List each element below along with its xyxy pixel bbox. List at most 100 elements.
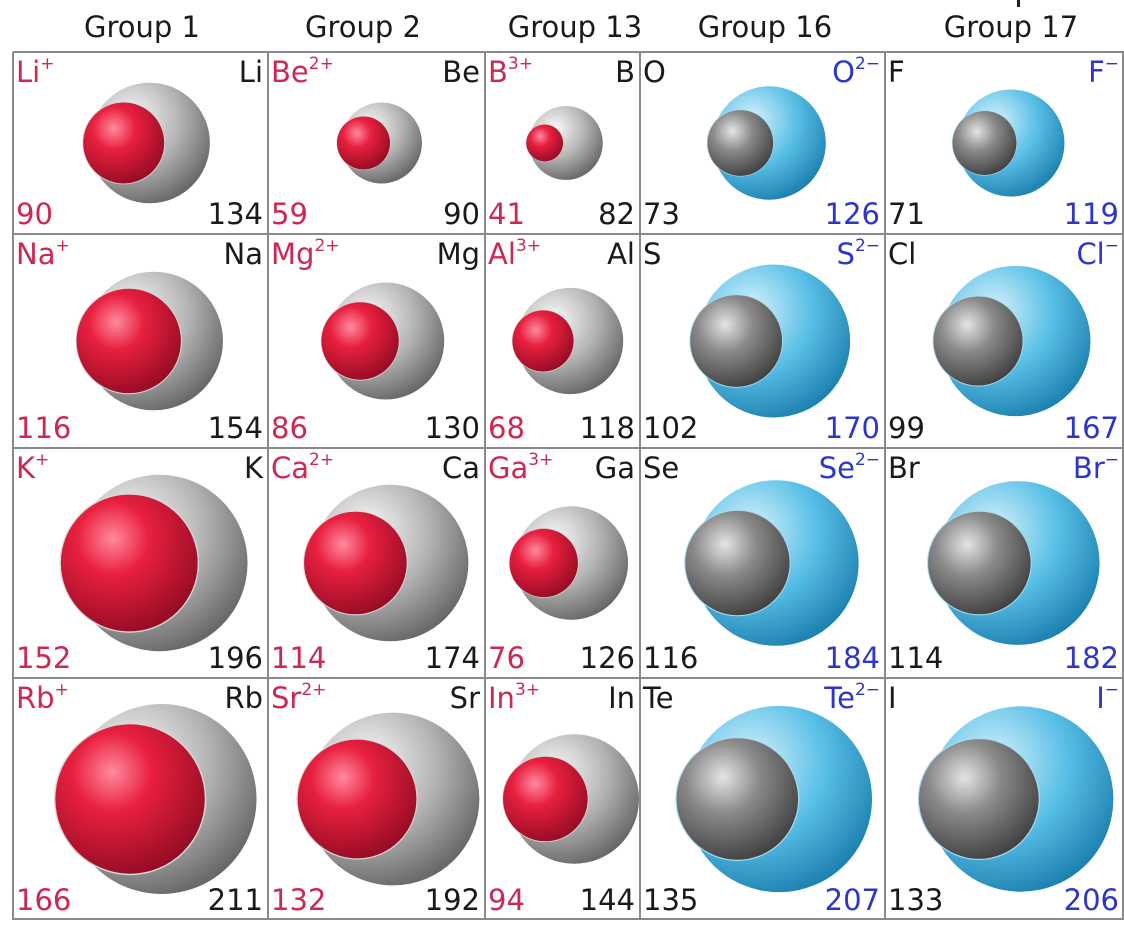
ion-atom-sphere-illustration [296, 712, 480, 886]
atom-symbol: Sr [449, 681, 480, 715]
atom-core-sphere [933, 296, 1023, 386]
group-heading-13: Group 13 [507, 10, 643, 44]
ion-symbol: Ca2+ [271, 451, 334, 485]
atom-symbol: Te [643, 681, 674, 715]
cation-sphere [304, 511, 407, 615]
ion-symbol: Se2− [818, 451, 880, 485]
ion-element: Mg [271, 237, 315, 271]
ion-element: Li [16, 55, 41, 89]
ion-element: Te [824, 681, 855, 715]
ion-atom-sphere-illustration [525, 106, 603, 180]
ion-element: Sr [271, 681, 302, 715]
ion-symbol: Rb+ [16, 681, 69, 715]
ion-atom-sphere-illustration [75, 271, 223, 411]
atom-symbol: B [615, 55, 635, 89]
ion-atom-sphere-illustration [53, 704, 257, 894]
ion-element: Ca [271, 451, 310, 485]
ion-charge: − [1104, 450, 1119, 470]
ion-charge: − [1104, 236, 1119, 256]
ion-symbol: In3+ [488, 682, 540, 713]
ion-charge: − [1104, 54, 1119, 74]
ion-atom-sphere-illustration [511, 287, 624, 395]
atom-core-sphere [685, 510, 790, 616]
atom-core-sphere [928, 511, 1031, 615]
ion-radius-value: 152 [16, 641, 72, 675]
atom-radius-value: 116 [643, 641, 699, 675]
ion-radius-value: 167 [1063, 411, 1119, 445]
ion-atom-sphere-illustration [706, 86, 826, 200]
group-heading-17: Group 17 [943, 10, 1079, 44]
grid-line-vertical [484, 52, 486, 920]
ion-charge: + [40, 54, 55, 74]
ion-element: Rb [16, 681, 55, 715]
atom-radius-value: 192 [424, 883, 480, 917]
atom-radius-value: 174 [424, 641, 480, 675]
ion-charge: 3+ [528, 450, 554, 470]
atom-symbol: Br [888, 451, 920, 485]
atom-symbol: Al [607, 237, 635, 271]
ion-radius-value: 206 [1063, 883, 1119, 917]
ion-charge: + [54, 680, 69, 700]
atom-radius-value: 82 [598, 197, 635, 231]
atom-radius-value: 99 [888, 411, 925, 445]
cation-sphere [336, 116, 391, 170]
grid-line-vertical [639, 52, 641, 920]
ion-radius-value: 116 [16, 411, 72, 445]
cation-sphere [526, 124, 564, 162]
cation-sphere [297, 739, 417, 859]
ion-element: Be [271, 55, 309, 89]
ion-charge: 2− [854, 450, 880, 470]
atom-symbol: O [643, 55, 666, 89]
atom-radius-value: 135 [643, 883, 699, 917]
atom-radius-value: 133 [888, 883, 944, 917]
ion-atom-sphere-illustration [932, 265, 1091, 417]
ion-charge: 2+ [314, 236, 340, 256]
ion-radius-value: 59 [271, 197, 308, 231]
header-tick-mark [1017, 0, 1020, 7]
ion-atom-sphere-illustration [303, 484, 469, 642]
ion-radius-value: 184 [824, 641, 880, 675]
ion-element: Al [488, 237, 516, 271]
atom-radius-value: 114 [888, 641, 944, 675]
atom-radius-value: 102 [643, 411, 699, 445]
ion-charge: + [35, 450, 50, 470]
grid-line-horizontal [13, 233, 1124, 235]
cation-sphere [76, 288, 181, 394]
atom-symbol: Cl [888, 237, 917, 271]
ion-symbol: S2− [836, 237, 880, 271]
ion-element: Br [1072, 451, 1105, 485]
atom-radius-value: 134 [207, 197, 263, 231]
ion-atom-sphere-illustration [951, 89, 1065, 197]
ion-atom-sphere-illustration [675, 705, 873, 893]
ion-symbol: Mg2+ [271, 237, 340, 271]
ion-element: S [836, 237, 855, 271]
atom-symbol: Se [643, 451, 680, 485]
ion-symbol: Na+ [16, 237, 70, 271]
ion-charge: + [55, 236, 70, 256]
grid-line-vertical [1122, 52, 1124, 920]
ion-element: O [832, 55, 855, 89]
ion-radius-value: 114 [271, 641, 327, 675]
ion-element: Se [818, 451, 855, 485]
ion-radius-value: 68 [488, 411, 525, 445]
ion-element: Ga [488, 451, 529, 485]
ion-symbol: I− [1096, 682, 1119, 713]
ion-element: Cl [1076, 237, 1105, 271]
ion-atom-sphere-illustration [917, 706, 1114, 892]
ion-charge: 3+ [515, 236, 541, 256]
grid-line-horizontal [13, 447, 1124, 449]
ion-element: Na [16, 237, 56, 271]
element-cell-ca: Ca2+Ca 114 174 [268, 448, 485, 678]
ion-charge: 2+ [309, 450, 335, 470]
